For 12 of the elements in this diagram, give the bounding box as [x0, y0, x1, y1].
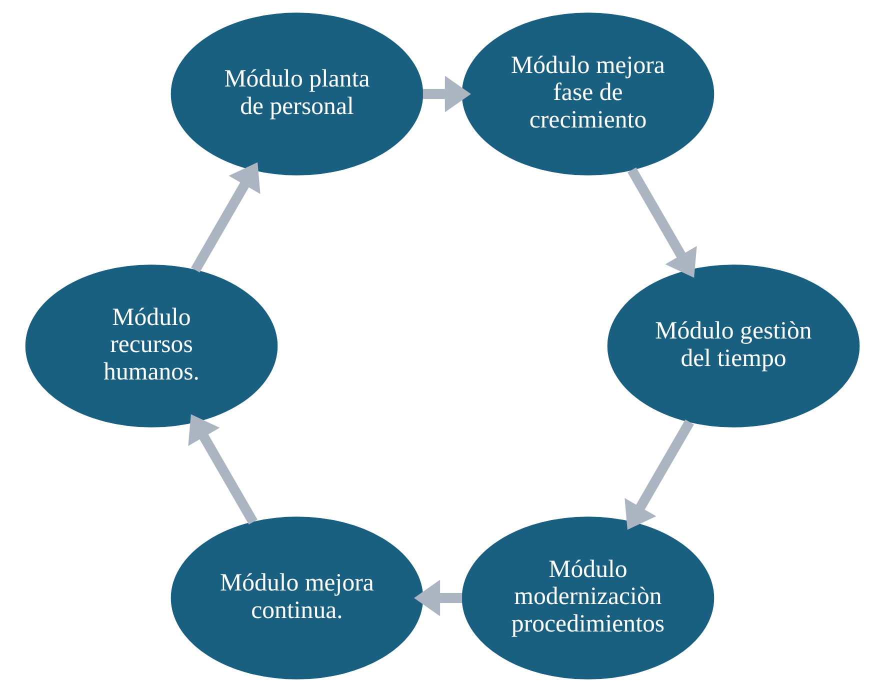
- node-ellipse: Módulo modernizaciòn procedimientos: [461, 516, 714, 680]
- node-ellipse: Módulo recursos humanos.: [24, 264, 278, 428]
- arrow: [414, 580, 462, 616]
- arrow: [422, 76, 470, 112]
- arrow: [190, 162, 260, 273]
- node-ellipse: Módulo planta de personal: [170, 12, 423, 176]
- arrow: [188, 414, 257, 525]
- node-ellipse: Módulo mejora continua.: [170, 516, 423, 680]
- node-ellipse: Módulo gestiòn del tiempo: [606, 264, 860, 428]
- arrow: [627, 167, 696, 278]
- arrow: [624, 419, 694, 530]
- node-ellipse: Módulo mejora fase de crecimiento: [461, 12, 714, 176]
